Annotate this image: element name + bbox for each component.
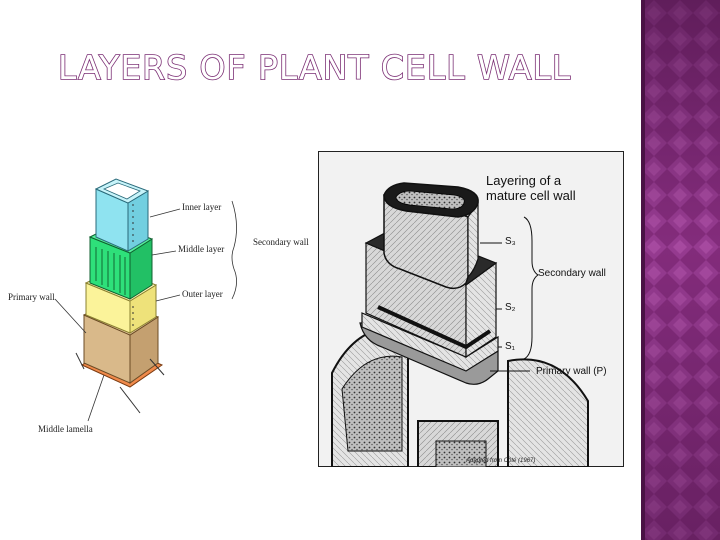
inner-layer-s3	[94, 178, 150, 252]
label-secondary-wall-right: Secondary wall	[538, 268, 606, 279]
right-diagram-title-line1: Layering of a	[486, 173, 562, 188]
label-secondary-wall-left: Secondary wall	[253, 237, 309, 247]
leader-lines	[54, 200, 237, 422]
decorative-side-band	[641, 0, 720, 540]
label-primary-wall-right: Primary wall (P)	[536, 366, 607, 377]
right-cell-wall-diagram	[318, 151, 624, 467]
layer-tick-marks	[75, 204, 165, 414]
right-leader-lines	[480, 216, 539, 372]
adjacent-cell-walls	[331, 325, 589, 467]
slide-title: LAYERS OF PLANT CELL WALL	[57, 47, 572, 88]
label-s2: S₂	[505, 302, 516, 313]
right-diagram-title-line2: mature cell wall	[486, 188, 576, 203]
label-s3: S₃	[505, 236, 516, 247]
label-inner-layer: Inner layer	[182, 202, 222, 212]
figure-credit: Adapted from Côté (1967)	[466, 458, 536, 464]
s3-layer	[383, 182, 479, 290]
label-middle-lamella: Middle lamella	[38, 424, 93, 434]
label-s1: S₁	[505, 341, 516, 352]
label-primary-wall-left: Primary wall	[8, 292, 55, 302]
label-middle-layer: Middle layer	[178, 244, 225, 254]
label-outer-layer: Outer layer	[182, 289, 223, 299]
left-cell-wall-diagram	[54, 178, 237, 422]
